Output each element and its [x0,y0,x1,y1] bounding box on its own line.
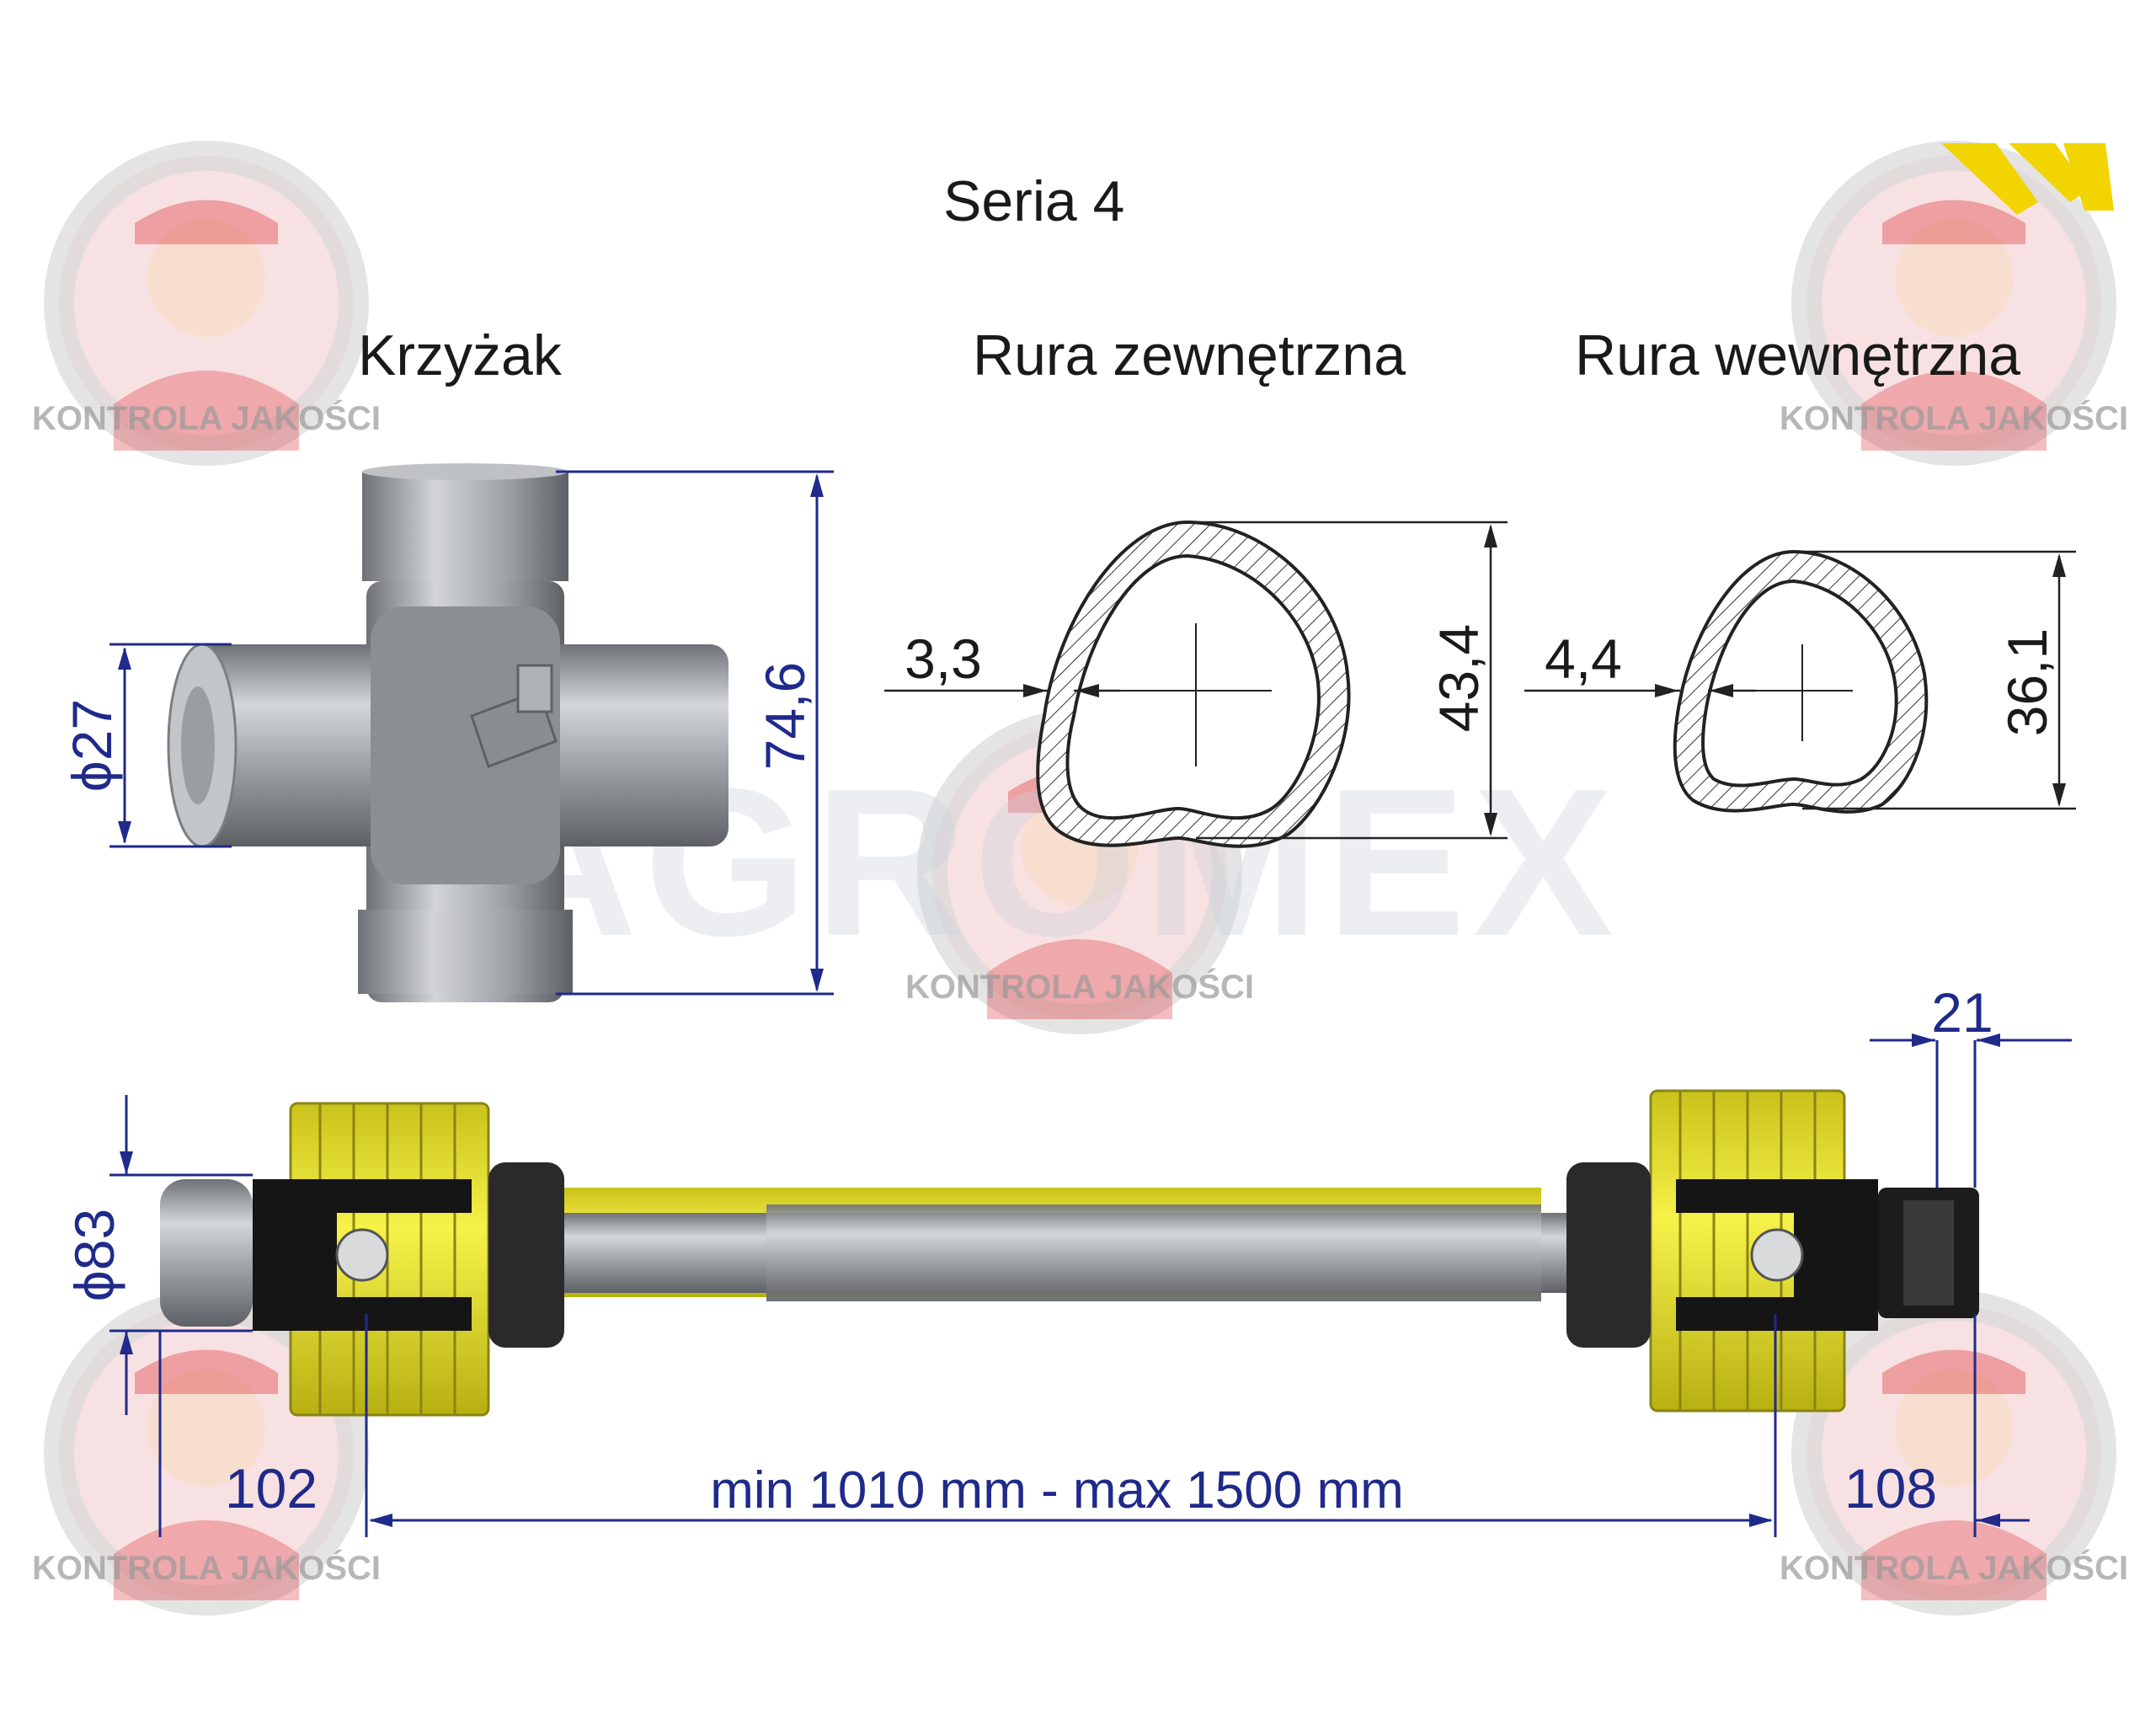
inner-tube-profile [1673,549,1929,814]
inner-tube-dimensions [1524,550,2076,810]
cross-section-label: Krzyżak [358,323,563,387]
cross-height-label: 74,6 [754,662,816,770]
quality-stamp-bottom-right: KONTROLA JAKOŚCI [1780,1306,2128,1600]
outer-tube-label: Rura zewnętrzna [973,323,1406,387]
outer-height-label: 43,4 [1428,624,1490,732]
stamp-text: KONTROLA JAKOŚCI [32,398,381,437]
pto-shaft-drawing [160,1089,1979,1417]
spline-length-label: 21 [1931,981,1993,1044]
shaft-diameter-label: ϕ83 [63,1209,125,1301]
inner-tube-label: Rura wewnętrzna [1575,323,2020,387]
stamp-text: KONTROLA JAKOŚCI [905,967,1254,1006]
shaft-dimensions [109,1033,2072,1537]
left-yoke-length-label: 102 [225,1457,318,1519]
inner-wall-label: 4,4 [1545,628,1622,690]
outer-tube-dimensions [884,521,1508,840]
inner-height-label: 36,1 [1996,628,2058,736]
quality-stamp-bottom-left: KONTROLA JAKOŚCI [32,1306,381,1600]
stamp-text: KONTROLA JAKOŚCI [1780,398,2128,437]
cross-joint-drawing [167,463,728,1002]
stamp-text: KONTROLA JAKOŚCI [1780,1548,2128,1587]
right-yoke-length-label: 108 [1844,1457,1937,1519]
outer-wall-label: 3,3 [905,628,982,690]
quality-stamp-top-left: KONTROLA JAKOŚCI [32,156,381,451]
brand-logo [1941,143,2114,215]
outer-tube-profile [1036,520,1351,848]
stamp-text: KONTROLA JAKOŚCI [32,1548,381,1587]
quality-stamp-top-right: KONTROLA JAKOŚCI [1780,156,2128,451]
cross-dimensions [109,470,834,996]
total-length-label: min 1010 mm - max 1500 mm [710,1461,1403,1519]
cross-diameter-label: ϕ27 [61,699,123,792]
series-title: Seria 4 [943,169,1124,233]
quality-stamp-center: KONTROLA JAKOŚCI [905,724,1254,1019]
